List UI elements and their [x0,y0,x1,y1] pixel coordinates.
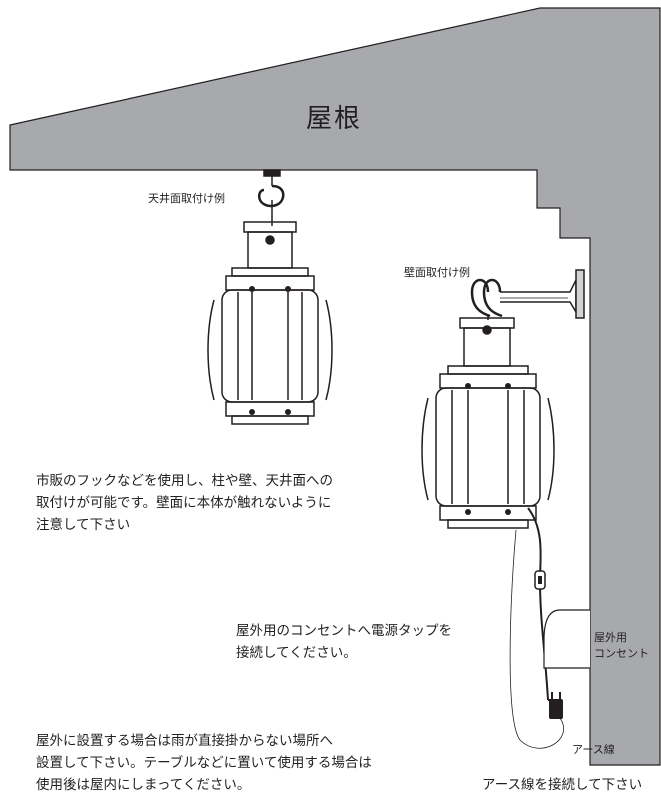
roof-label: 屋根 [306,104,363,134]
outlet-label: 屋外用 コンセント [594,630,649,662]
hook-note-line: 市販のフックなどを使用し、柱や壁、天井面への [36,473,333,489]
outlet-note-line: 屋外用のコンセントへ電源タップを [236,623,452,639]
ceiling-lantern [207,169,333,425]
wall-mount-label: 壁面取付け例 [404,266,470,279]
outdoor-note-line: 設置して下さい。テーブルなどに置いて使用する場合は [36,755,372,771]
outlet-note-line: 接続してください。 [236,645,357,661]
outdoor-note-line: 屋外に設置する場合は雨が直接掛からない場所へ [36,733,333,749]
ground-wire [509,529,564,749]
hook-note-line: 取付けが可能です。壁面に本体が触れないように [36,495,332,511]
outlet-note: 屋外用のコンセントへ電源タップを 接続してください。 [236,620,452,664]
outdoor-outlet [543,609,590,669]
outdoor-note-line: 使用後は屋内にしまってください。 [36,777,251,793]
ceiling-mount-label: 天井面取付け例 [148,192,225,205]
power-plug [548,692,563,719]
wall-lantern [421,316,555,529]
outlet-label-line: 屋外用 [594,631,627,644]
wall-bracket [470,269,585,319]
ground-note: アース線を接続して下さい [482,777,643,793]
outdoor-note: 屋外に設置する場合は雨が直接掛からない場所へ 設置して下さい。テーブルなどに置い… [36,730,372,796]
hook-note: 市販のフックなどを使用し、柱や壁、天井面への 取付けが可能です。壁面に本体が触れ… [36,470,333,536]
roof-and-wall [9,7,661,766]
hook-note-line: 注意して下さい [36,517,131,533]
ground-wire-label: アース線 [572,743,615,756]
power-cord [527,507,549,701]
outlet-label-line: コンセント [594,647,649,660]
